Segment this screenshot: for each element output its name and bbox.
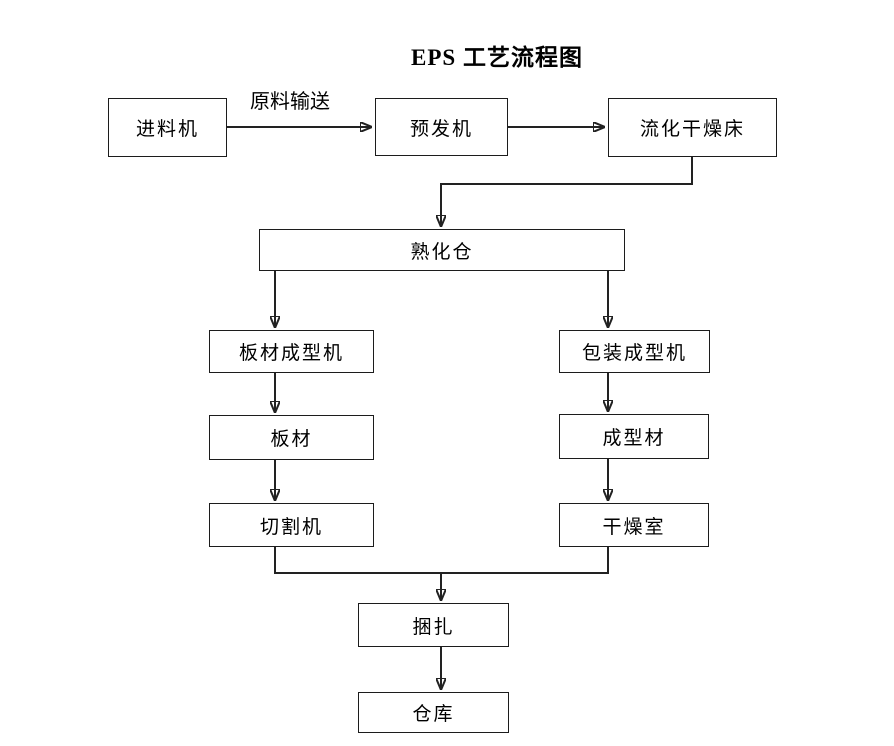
node-bundling-label: 捆扎 [412, 616, 455, 638]
node-packaging-forming-machine: 包装成型机 [559, 330, 710, 373]
node-curing-silo: 熟化仓 [259, 229, 625, 271]
node-fluidized-drying-bed-label: 流化干燥床 [639, 119, 745, 140]
node-curing-silo-label: 熟化仓 [410, 241, 474, 263]
node-pre-expander: 预发机 [375, 98, 508, 156]
node-board-forming-machine-label: 板材成型机 [238, 343, 344, 364]
node-drying-room: 干燥室 [559, 503, 709, 547]
diagram-title: EPS 工艺流程图 [411, 45, 583, 70]
node-drying-room-label: 干燥室 [602, 516, 666, 538]
node-formed-material-label: 成型材 [602, 428, 666, 449]
node-fluidized-drying-bed: 流化干燥床 [608, 98, 777, 157]
node-warehouse-label: 仓库 [412, 704, 455, 725]
node-feeder: 进料机 [108, 98, 227, 157]
node-board-label: 板材 [270, 429, 313, 450]
node-cutting-machine: 切割机 [209, 503, 374, 547]
edge-fluidized-drying-bed-to-curing-silo [441, 157, 693, 226]
node-bundling: 捆扎 [358, 603, 509, 647]
node-pre-expander-label: 预发机 [409, 118, 473, 140]
node-cutting-machine-label: 切割机 [259, 516, 323, 538]
edge-label-raw-material-transport: 原料输送 [250, 91, 330, 113]
node-board: 板材 [209, 415, 374, 460]
node-warehouse: 仓库 [358, 692, 509, 733]
node-feeder-label: 进料机 [135, 119, 199, 140]
node-formed-material: 成型材 [559, 414, 709, 459]
node-board-forming-machine: 板材成型机 [209, 330, 374, 373]
node-packaging-forming-machine-label: 包装成型机 [581, 343, 687, 364]
